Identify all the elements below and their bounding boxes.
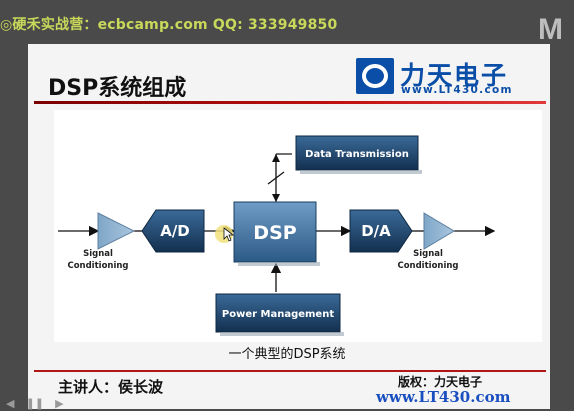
ad-label: A/D bbox=[160, 222, 190, 240]
lecturer-label: 主讲人：侯长波 bbox=[58, 378, 164, 396]
ad-converter-block bbox=[141, 209, 205, 253]
brand-name: 力天电子 bbox=[400, 61, 509, 90]
signal-conditioning-left-line2: Conditioning bbox=[67, 261, 128, 271]
power-management-block bbox=[215, 293, 341, 333]
watermark-text: ◎硬禾实战营：ecbcamp.com QQ: 333949850 bbox=[0, 17, 338, 33]
player-corner-logo: M bbox=[538, 13, 563, 46]
brand-logo-icon bbox=[356, 58, 394, 94]
data-transmission-block bbox=[295, 135, 419, 171]
copyright-label: 版权：力天电子 bbox=[398, 375, 483, 389]
signal-conditioning-right-line2: Conditioning bbox=[397, 261, 458, 271]
power-management-label: Power Management bbox=[222, 309, 334, 320]
signal-conditioning-left-icon bbox=[97, 212, 136, 250]
prev-icon[interactable]: ◀ bbox=[6, 397, 15, 410]
next-icon[interactable]: ▶ bbox=[55, 397, 64, 410]
bus-slash-mark bbox=[267, 171, 285, 185]
da-label: D/A bbox=[361, 222, 391, 240]
slide-title: DSP系统组成 bbox=[48, 76, 187, 101]
pause-icon[interactable]: ❚❚ bbox=[25, 397, 44, 410]
signal-conditioning-right-icon bbox=[423, 212, 455, 250]
dsp-label: DSP bbox=[253, 222, 296, 244]
footer-url: www.LT430.com bbox=[376, 388, 511, 406]
mouse-pointer-icon bbox=[223, 227, 235, 242]
signal-conditioning-left-line1: Signal bbox=[83, 249, 113, 259]
diagram-caption: 一个典型的DSP系统 bbox=[228, 347, 346, 362]
player-controls: ◀ ❚❚ ▶ bbox=[0, 392, 70, 410]
title-underline bbox=[34, 101, 546, 104]
signal-conditioning-right-line1: Signal bbox=[413, 249, 443, 259]
data-transmission-label: Data Transmission bbox=[305, 149, 409, 160]
footer-divider bbox=[34, 370, 546, 372]
da-converter-block bbox=[349, 209, 413, 253]
brand-url: www.LT430.com bbox=[401, 84, 513, 96]
dsp-system-diagram: Signal Conditioning A/D DSP D/A Signal C… bbox=[54, 110, 542, 342]
